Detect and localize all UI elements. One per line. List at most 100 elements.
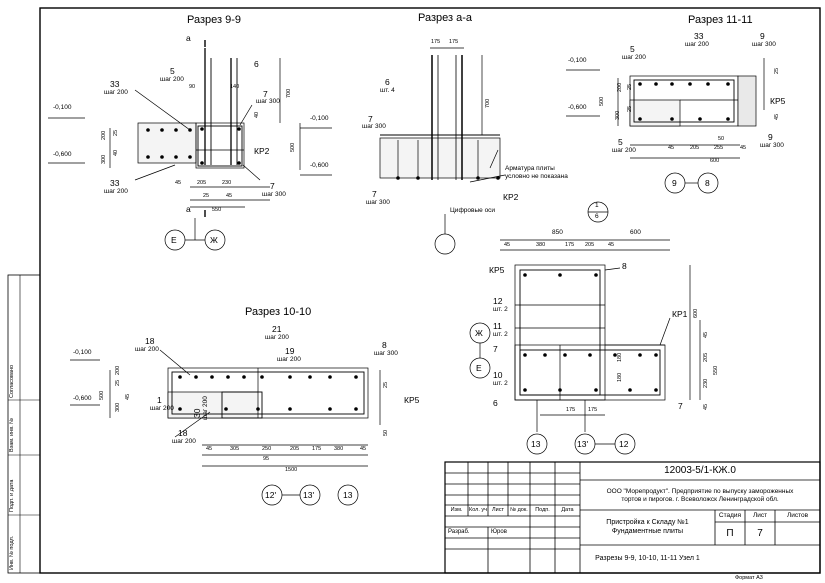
kp2-label: КР2 bbox=[254, 146, 270, 156]
section-9-9-title: Разрез 9-9 bbox=[187, 14, 242, 26]
mark-7-node-a: 7 bbox=[493, 344, 498, 354]
dim-200: 200 bbox=[101, 130, 107, 140]
mark-33-top: 33 bbox=[110, 79, 120, 89]
sheet-frame bbox=[7, 7, 821, 574]
axis-e-node: Е bbox=[476, 363, 482, 373]
dim-40a: 40 bbox=[254, 111, 260, 118]
section-a-a-bars bbox=[396, 176, 500, 180]
level-1010-neg0100: -0,100 bbox=[73, 349, 92, 356]
mark-30: 30 bbox=[192, 408, 202, 418]
mark-33-1111: 33 bbox=[694, 31, 704, 41]
mark-19-step: шаг 200 bbox=[277, 356, 301, 363]
dim-25-1111b: 25 bbox=[627, 83, 633, 90]
dim-175-node-b: 175 bbox=[566, 407, 576, 413]
ref-denominator: 6 bbox=[595, 213, 599, 220]
mark-30-step: шаг 200 bbox=[202, 396, 209, 420]
level-neg0600-left: -0,600 bbox=[53, 151, 72, 158]
stamp-col-date: Дата bbox=[561, 507, 574, 514]
stamp-col-podp: Подп. bbox=[535, 507, 550, 514]
mark-11-node: 11 bbox=[493, 321, 502, 331]
section-a-a-drawing bbox=[379, 47, 609, 255]
mark-5-1111-top-step: шаг 200 bbox=[622, 54, 646, 61]
dim-45-1010c: 45 bbox=[360, 446, 367, 452]
mark-5-1111-bottom: 5 bbox=[618, 137, 623, 147]
mark-5-1111-top: 5 bbox=[630, 44, 635, 54]
dim-45-1111: 45 bbox=[774, 113, 780, 120]
stamp-col-kol: Кол. уч bbox=[468, 507, 488, 514]
section-10-10-bars bbox=[178, 375, 358, 411]
dim-550v-node: 550 bbox=[713, 365, 719, 375]
stamp-col-list: Лист bbox=[492, 507, 504, 514]
dim-200-1010: 200 bbox=[115, 365, 121, 375]
dim-175b: 175 bbox=[449, 39, 459, 45]
mark-7-bottom: 7 bbox=[270, 181, 275, 191]
mark-6-aa-qty: шт. 4 bbox=[380, 87, 395, 94]
side-sign-date: Подп. и дата bbox=[9, 479, 15, 512]
mark-7-node-b: 7 bbox=[678, 401, 683, 411]
section-11-11-title: Разрез 11-11 bbox=[688, 14, 753, 26]
dim-205: 205 bbox=[197, 180, 207, 186]
dim-45b: 45 bbox=[226, 193, 233, 199]
dim-180a-node: 180 bbox=[617, 352, 623, 362]
axis-13-node: 13 bbox=[531, 439, 541, 449]
sheet-format: Формат А3 bbox=[735, 575, 763, 581]
dim-25: 25 bbox=[113, 129, 119, 136]
axis-12p: 12' bbox=[265, 490, 277, 500]
stamp-sheets-value bbox=[775, 522, 820, 545]
dim-175-1010: 175 bbox=[312, 446, 322, 452]
section-a-a-title: Разрез а-а bbox=[418, 12, 473, 24]
mark-5-1111-bottom-step: шаг 200 bbox=[612, 147, 636, 154]
stamp-sheet-header: Лист bbox=[752, 512, 768, 520]
dim-50-1010: 50 bbox=[383, 429, 389, 436]
level-neg0600-right: -0,600 bbox=[310, 162, 329, 169]
dim-95-1010: 95 bbox=[263, 456, 270, 462]
dim-140: 140 bbox=[230, 84, 240, 90]
note-rebar-2: условно не показана bbox=[505, 173, 568, 180]
stamp-sheet-value: 7 bbox=[757, 527, 763, 539]
dim-205v-node: 205 bbox=[703, 352, 709, 362]
mark-1-step: шаг 200 bbox=[150, 405, 174, 412]
cut-mark-top: а bbox=[186, 33, 191, 43]
kp5-1010-label: КР5 bbox=[404, 395, 420, 405]
dim-45-1111b: 45 bbox=[668, 145, 675, 151]
axis-12-node: 12 bbox=[619, 439, 629, 449]
level-neg0100-left: -0,100 bbox=[53, 104, 72, 111]
dim-25-1010a: 25 bbox=[115, 379, 121, 386]
dim-25-1111c: 25 bbox=[627, 105, 633, 112]
kp1-node-label: КР1 bbox=[672, 309, 688, 319]
axis-8: 8 bbox=[705, 178, 710, 188]
mark-7-aa-top: 7 bbox=[368, 114, 373, 124]
dim-500-1111: 500 bbox=[599, 96, 605, 106]
mark-7-aa-bottom: 7 bbox=[372, 189, 377, 199]
mark-9-1111-bottom-step: шаг 300 bbox=[760, 142, 784, 149]
mark-8-node: 8 bbox=[622, 261, 627, 271]
dim-45-1010a: 45 bbox=[125, 393, 131, 400]
node-1-drawing bbox=[469, 239, 701, 455]
ref-numerator: 1 bbox=[595, 202, 599, 209]
section-9-9-bars bbox=[146, 127, 241, 165]
axis-13p: 13' bbox=[303, 490, 315, 500]
side-replace-inv: Взам. инв. № bbox=[9, 417, 15, 452]
mark-7-bottom-step: шаг 300 bbox=[262, 191, 286, 198]
kp5-node-label: КР5 bbox=[489, 265, 505, 275]
axis-13p-node: 13' bbox=[577, 439, 589, 449]
dim-230v-node: 230 bbox=[703, 378, 709, 388]
dim-90: 90 bbox=[189, 84, 196, 90]
level-1010-neg0600: -0,600 bbox=[73, 395, 92, 402]
dim-25b: 25 bbox=[203, 193, 210, 199]
mark-11-node-qty: шт. 2 bbox=[493, 331, 508, 338]
mark-8-1010-step: шаг 300 bbox=[374, 350, 398, 357]
dim-300-1111: 300 bbox=[615, 110, 621, 120]
level-1111-neg0100: -0,100 bbox=[568, 57, 587, 64]
cut-mark-bottom: а bbox=[186, 204, 191, 214]
axis-zh: Ж bbox=[210, 235, 218, 245]
dim-45-node-a: 45 bbox=[504, 242, 511, 248]
dim-500: 500 bbox=[290, 142, 296, 152]
mark-6-aa: 6 bbox=[385, 77, 390, 87]
dim-250-1010: 250 bbox=[262, 446, 272, 452]
mark-33-bottom-step: шаг 200 bbox=[104, 188, 128, 195]
section-10-10-title: Разрез 10-10 bbox=[245, 306, 312, 318]
stamp-sheet-title: Разрезы 9-9, 10-10, 11-11 Узел 1 bbox=[595, 554, 700, 562]
dim-45: 45 bbox=[175, 180, 182, 186]
